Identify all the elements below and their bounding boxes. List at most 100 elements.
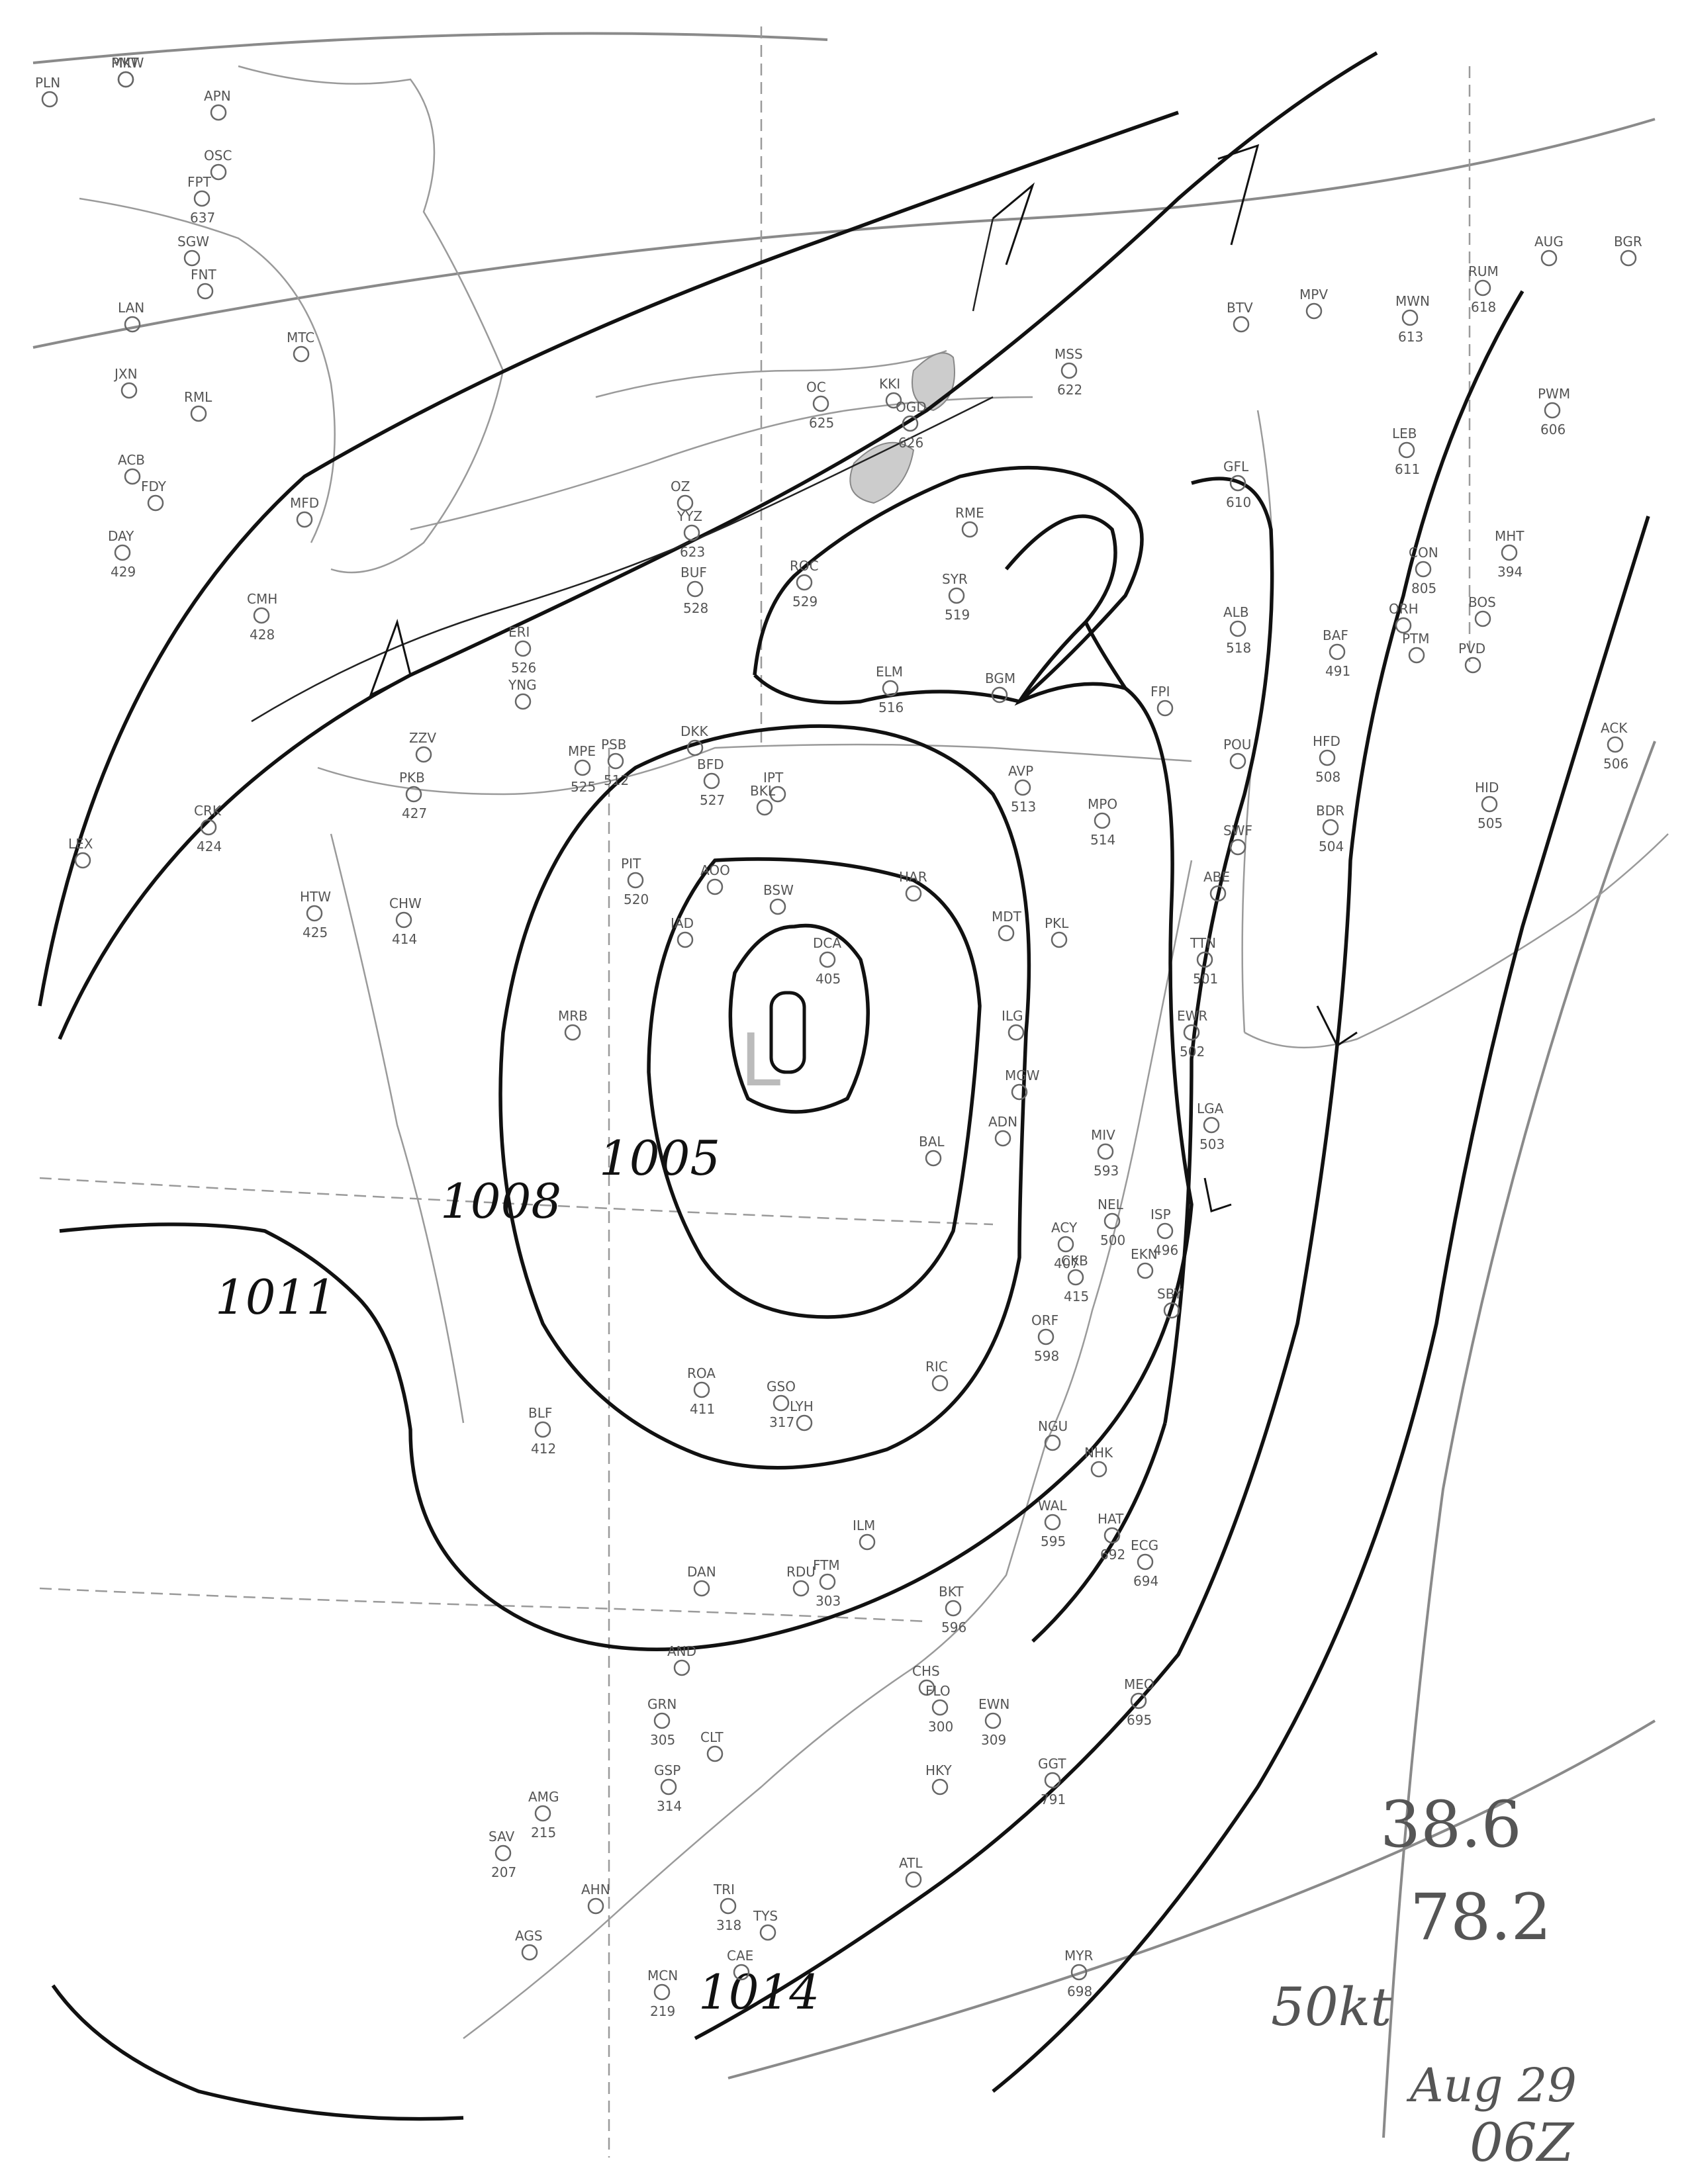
station-number-label: 694 (1133, 1573, 1158, 1589)
station-id-label: ACK (1601, 720, 1628, 736)
station-circle (1322, 819, 1339, 836)
station-number-label: 596 (941, 1619, 966, 1635)
station-id-label: DAY (108, 528, 134, 544)
station-circle (1464, 657, 1481, 674)
station-circle (769, 898, 786, 915)
michigan-outline (79, 197, 336, 543)
station-id-label: EKN (1131, 1246, 1158, 1262)
latitude-arc-top (32, 32, 828, 64)
longitude-arc-east (1382, 741, 1656, 2138)
station-atl: ATL (899, 1855, 923, 1888)
station-lyh: LYH (790, 1398, 814, 1432)
station-circle (1481, 796, 1498, 813)
station-number-label: 503 (1199, 1136, 1225, 1152)
station-number-label: 411 (690, 1401, 715, 1417)
station-id-label: BSW (763, 882, 794, 898)
isobar-1011-east-tail (1031, 1422, 1167, 1643)
station-number-label: 695 (1127, 1712, 1152, 1728)
station-bkt: BKT 596 (939, 1584, 966, 1635)
station-circle (210, 163, 227, 181)
station-circle (210, 104, 227, 121)
station-circle (984, 1712, 1002, 1729)
station-id-label: HFD (1313, 733, 1340, 749)
station-mtc: MTC (287, 330, 314, 363)
station-number-label: 405 (816, 971, 841, 987)
station-number-label: 415 (1064, 1289, 1089, 1304)
wind-speed-annotation: 50kt (1271, 1976, 1392, 2038)
station-circle (1057, 1236, 1074, 1253)
station-circle (574, 759, 591, 776)
station-number-label: 637 (190, 210, 215, 226)
station-circle (1196, 951, 1213, 968)
station-number-label: 428 (250, 627, 275, 643)
station-bgm: BGM (985, 670, 1015, 704)
station-circle (41, 91, 58, 108)
station-circle (114, 544, 131, 561)
station-circle (1097, 1143, 1114, 1160)
station-number-label: 508 (1315, 769, 1340, 785)
station-number-label: 317 (769, 1414, 794, 1430)
trough-line-lakes (251, 396, 994, 723)
station-circle (1008, 1024, 1025, 1041)
station-btv: BTV (1227, 300, 1253, 333)
station-id-label: MPV (1299, 287, 1328, 302)
station-mdt: MDT (992, 909, 1022, 942)
station-circle (905, 885, 922, 902)
station-circle (1103, 1527, 1121, 1544)
station-circle (1044, 1772, 1061, 1789)
station-id-label: PMT (111, 55, 139, 71)
station-number-label: 623 (680, 544, 705, 560)
station-circle (296, 511, 313, 528)
station-id-label: BKL (750, 783, 776, 799)
station-id-label: GGT (1038, 1756, 1066, 1772)
station-number-label: 528 (683, 600, 708, 616)
station-id-label: NHK (1084, 1445, 1113, 1461)
station-id-label: AHN (581, 1882, 610, 1897)
station-id-label: MIV (1091, 1127, 1115, 1143)
station-id-label: ALB (1223, 604, 1249, 620)
station-id-label: DCA (813, 935, 841, 951)
station-number-label: 425 (303, 925, 328, 940)
station-bkl: BKL (750, 783, 776, 816)
station-id-label: ILG (1002, 1008, 1023, 1024)
station-adn: ADN (988, 1114, 1017, 1147)
station-mfd: MFD (290, 495, 319, 528)
station-id-label: GSO (767, 1379, 796, 1394)
station-id-label: BKT (939, 1584, 964, 1600)
station-number-label: 625 (809, 415, 834, 431)
station-circle (686, 580, 704, 598)
station-number-label: 414 (392, 931, 417, 947)
station-circle (1103, 1212, 1121, 1230)
station-circle (607, 752, 624, 770)
station-id-label: RIC (925, 1359, 948, 1375)
station-ahn: AHN (581, 1882, 610, 1915)
hand-observations (369, 144, 1358, 1212)
station-dan: DAN (687, 1564, 716, 1597)
station-id-label: ROA (687, 1365, 716, 1381)
isobar-1014-northwest (38, 111, 1179, 1007)
station-number-label: 595 (1041, 1533, 1066, 1549)
station-id-label: BAF (1323, 627, 1348, 643)
station-circle (1090, 1461, 1107, 1478)
station-circle (1474, 610, 1491, 627)
station-number-label: 501 (1193, 971, 1218, 987)
station-id-label: CHW (389, 895, 422, 911)
station-circle (1137, 1262, 1154, 1279)
station-circle (931, 1375, 949, 1392)
station-id-label: LGA (1197, 1101, 1224, 1116)
station-number-label: 394 (1497, 564, 1523, 580)
station-circle (660, 1778, 677, 1796)
